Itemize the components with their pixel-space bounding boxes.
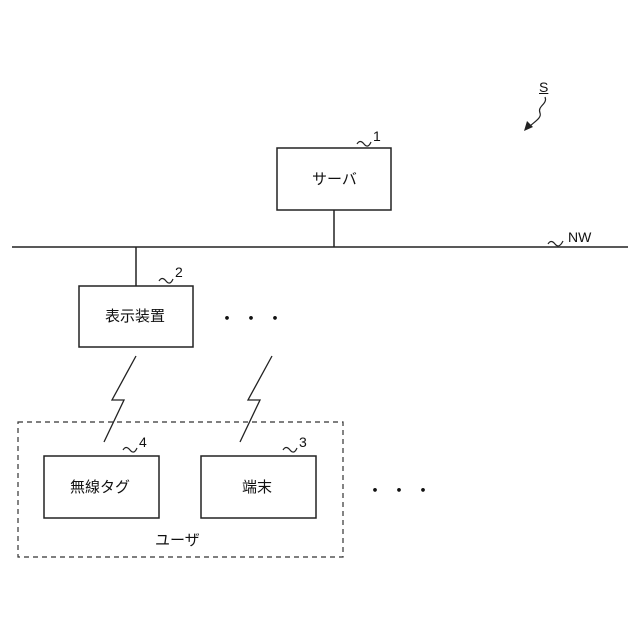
wireless-tag-ref-leader xyxy=(123,448,137,453)
server-ref-leader xyxy=(357,142,371,147)
more-users-ellipsis: ・・・ xyxy=(366,482,438,500)
system-ref-leader xyxy=(529,97,546,127)
wireless-tag-label: 無線タグ xyxy=(70,480,130,495)
terminal-label: 端末 xyxy=(242,480,272,495)
network-ref-label: NW xyxy=(568,230,591,244)
display-device-label: 表示装置 xyxy=(105,309,165,324)
terminal-ref-leader xyxy=(283,448,297,453)
display-device-ref-leader xyxy=(159,279,173,284)
more-devices-ellipsis: ・・・ xyxy=(218,310,290,328)
system-ref-label: S xyxy=(539,80,548,94)
display-device-ref-number: 2 xyxy=(175,265,183,279)
server-label: サーバ xyxy=(312,172,357,187)
network-ref-leader xyxy=(548,241,563,246)
wireless-link-bolt-left xyxy=(104,356,136,442)
wireless-tag-ref-number: 4 xyxy=(139,435,147,449)
terminal-ref-number: 3 xyxy=(299,435,307,449)
user-group-label: ユーザ xyxy=(155,533,200,548)
system-ref-arrowhead xyxy=(524,121,533,131)
server-ref-number: 1 xyxy=(373,129,381,143)
wireless-link-bolt-right xyxy=(240,356,272,442)
